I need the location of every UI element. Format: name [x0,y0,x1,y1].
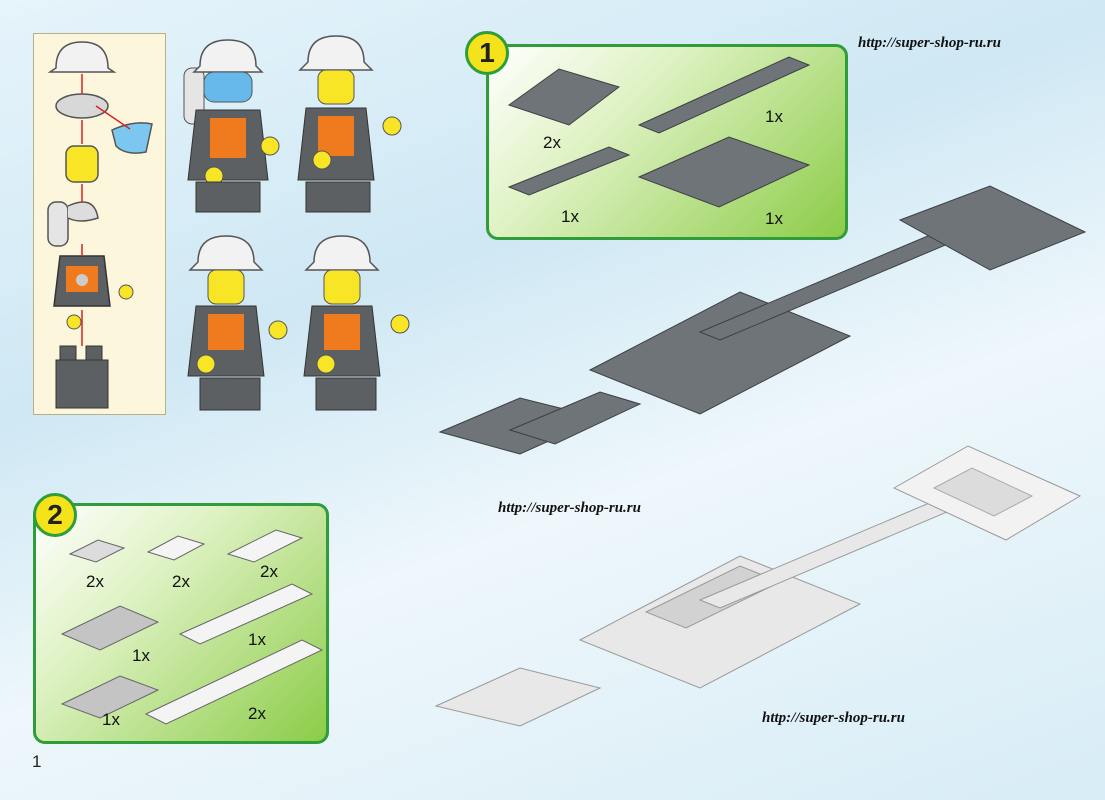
minifigure-firefighter-1 [297,35,402,213]
website-url-bottom: http://super-shop-ru.ru [762,710,905,726]
step2-qty-2x-extra-long: 2x [248,704,266,723]
step1-qty-1x-small: 1x [561,207,579,226]
step1-qty-2x: 2x [543,133,561,152]
step2-qty-1x-long: 1x [248,630,266,649]
step2-qty-2x-medium: 2x [260,562,278,581]
step2-parts-box: 2x 2x 2x 1x 1x 1x 2x [33,503,329,744]
step1-qty-1x-large: 1x [765,209,783,228]
minifigure-with-air-tank [183,39,280,213]
minifigure-firefighter-2 [187,235,288,411]
website-url-middle: http://super-shop-ru.ru [498,500,641,516]
step2-qty-2x-small: 2x [172,572,190,591]
step2-number-badge: 2 [33,493,77,537]
step1-qty-1x-long: 1x [765,107,783,126]
step2-qty-1x-tile: 1x [132,646,150,665]
minifig-exploded-illustration [47,41,153,409]
website-url-top: http://super-shop-ru.ru [858,35,1001,51]
minifigure-firefighter-3 [303,235,410,411]
page-number: 1 [32,752,42,771]
step2-parts-illustration [60,529,324,725]
step1-parts-illustration [507,56,811,208]
minifig-assembly-panel [33,33,166,415]
step1-number-badge: 1 [465,31,509,75]
step1-parts-box: 2x 1x 1x 1x [486,44,848,240]
step2-qty-2x-grille: 2x [86,572,104,591]
step2-qty-1x-tile-small: 1x [102,710,120,729]
